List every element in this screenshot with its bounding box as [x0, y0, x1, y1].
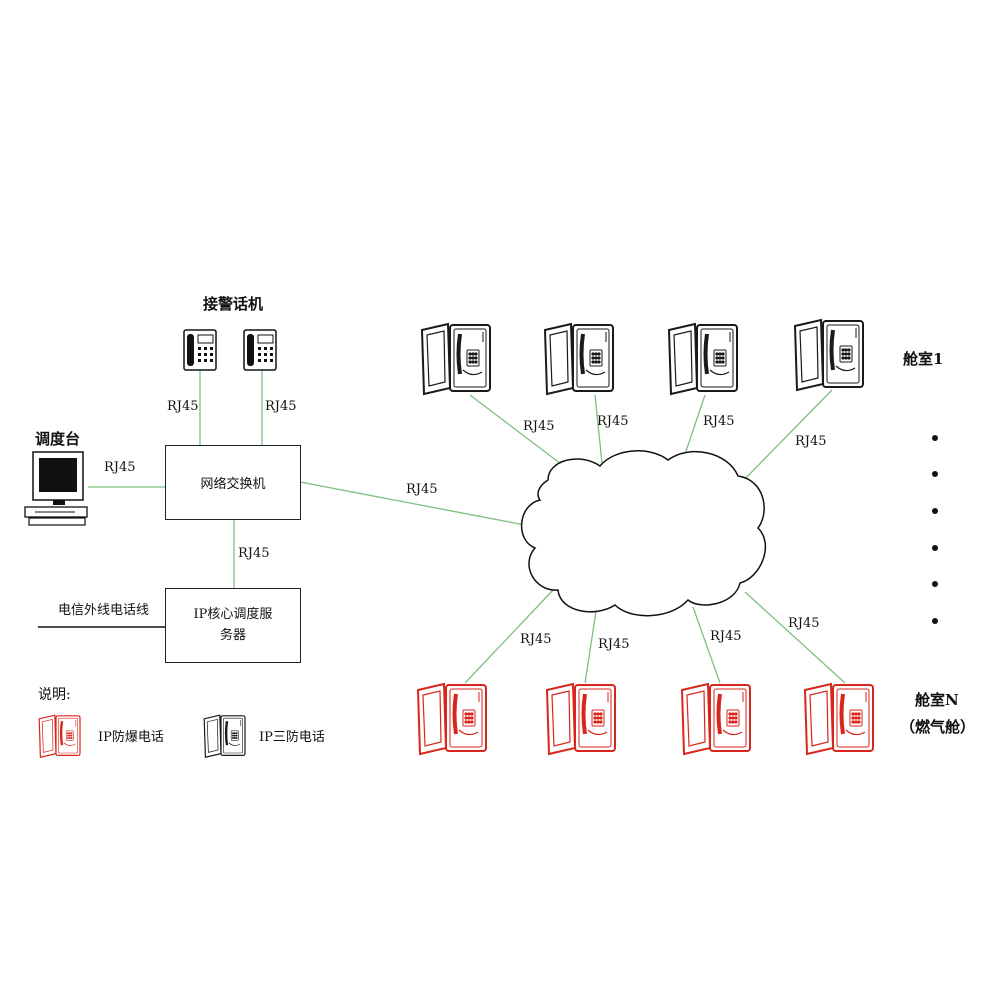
rj45-label-cabin1-c: RJ45 — [703, 414, 735, 429]
ellipsis-dot — [932, 435, 938, 441]
rj45-label-server: RJ45 — [238, 546, 270, 561]
three-proof-phone-3 — [667, 322, 739, 396]
three-proof-phone-4 — [793, 318, 865, 392]
telecom-line-label: 电信外线电话线 — [58, 603, 150, 618]
legend-three-proof-label: IP三防电话 — [259, 730, 325, 745]
rj45-label-cabin1-b: RJ45 — [597, 414, 629, 429]
ellipsis-dot — [932, 508, 938, 514]
ip-dispatch-server-box: IP核心调度服 务器 — [165, 588, 301, 663]
link-switch-cloud — [299, 481, 526, 526]
rj45-label-cabinN-a: RJ45 — [520, 632, 552, 647]
network-cloud — [520, 450, 767, 617]
ip-server-label-line2: 务器 — [219, 627, 246, 643]
rj45-label-cabin1-d: RJ45 — [795, 434, 827, 449]
link-cloud-cabin1-a — [469, 394, 566, 468]
dispatch-console-label: 调度台 — [35, 430, 81, 448]
link-cloud-cabinN-c — [692, 606, 721, 684]
rj45-label-phone2: RJ45 — [265, 399, 297, 414]
receiving-desk-phone-1 — [183, 329, 217, 371]
rj45-label-cabin1-a: RJ45 — [523, 419, 555, 434]
ip-server-label-line1: IP核心调度服 — [193, 607, 273, 623]
rj45-label-cabinN-d: RJ45 — [788, 616, 820, 631]
rj45-label-cabinN-b: RJ45 — [598, 637, 630, 652]
ellipsis-dot — [932, 581, 938, 587]
computer-icon — [24, 451, 88, 526]
rj45-label-cloud: RJ45 — [406, 482, 438, 497]
link-cloud-cabinN-a — [464, 587, 556, 684]
ellipsis-dot — [932, 545, 938, 551]
ellipsis-dot — [932, 618, 938, 624]
ellipsis-dot — [932, 471, 938, 477]
cabin-1-label: 舱室1 — [903, 350, 944, 368]
link-cloud-cabin1-c — [682, 394, 706, 461]
three-proof-phone-2 — [543, 322, 615, 396]
receiving-phones-label: 接警话机 — [203, 295, 264, 313]
network-switch-box: 网络交换机 — [165, 445, 301, 520]
link-cloud-cabinN-d — [744, 591, 846, 684]
rj45-label-phone1: RJ45 — [167, 399, 199, 414]
legend-title: 说明: — [38, 687, 71, 703]
explosion-proof-phone-1 — [416, 682, 488, 756]
rj45-label-cabinN-c: RJ45 — [710, 629, 742, 644]
rj45-label-console: RJ45 — [104, 460, 136, 475]
link-cloud-cabin1-d — [736, 389, 833, 488]
three-proof-phone-1 — [420, 322, 492, 396]
legend-explosion-proof-label: IP防爆电话 — [98, 730, 164, 745]
cabin-n-sublabel: （燃气舱） — [900, 718, 976, 736]
network-switch-label: 网络交换机 — [200, 477, 266, 492]
three-proof-phone-icon — [202, 714, 247, 759]
network-links — [88, 370, 846, 684]
link-cloud-cabin1-b — [594, 394, 603, 464]
cabin-n-label: 舱室N — [915, 691, 959, 709]
explosion-proof-phone-icon — [38, 714, 82, 759]
explosion-proof-phone-3 — [680, 682, 752, 756]
explosion-proof-phone-2 — [545, 682, 617, 756]
receiving-desk-phone-2 — [243, 329, 277, 371]
explosion-proof-phone-4 — [803, 682, 875, 756]
link-cloud-cabinN-b — [584, 604, 598, 684]
